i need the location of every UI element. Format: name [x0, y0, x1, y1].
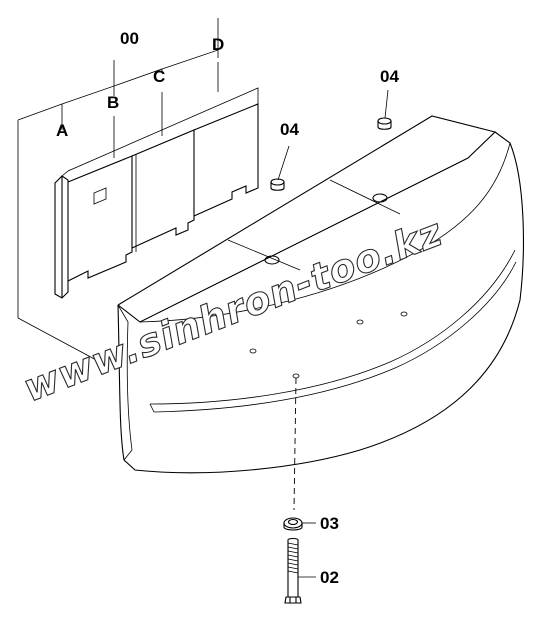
callout-d: D: [212, 35, 224, 54]
backing-panel: [17, 103, 101, 363]
counterweight-top: [117, 115, 497, 323]
callout-04-right: 04: [380, 67, 399, 86]
washer: [283, 517, 316, 531]
plate-c-notch: [131, 154, 137, 252]
left-bevel: [117, 304, 133, 461]
top-hole-right: [372, 193, 388, 203]
bolt: [284, 537, 316, 604]
side-groove: [149, 249, 517, 413]
callout-c: C: [153, 67, 165, 86]
leader-tree: [61, 18, 219, 158]
plate-b-slot: [93, 187, 107, 205]
callout-a: A: [56, 121, 68, 140]
callout-b: B: [107, 93, 119, 112]
top-front-edge: [139, 142, 511, 323]
callout-02: 02: [320, 568, 339, 587]
plate-b: [67, 155, 133, 282]
top-seam-1: [227, 239, 301, 271]
front-holes: [249, 311, 408, 379]
counterweight-body: [117, 131, 524, 474]
counterweight: [117, 115, 524, 511]
plate-d: [193, 103, 259, 217]
cap-right: [377, 89, 392, 130]
plate-top-edge: [61, 87, 259, 177]
watermark-text: www.sinhron-too.kz: [17, 210, 448, 411]
bolt-axis: [293, 377, 297, 511]
weight-plate-group: [17, 18, 259, 363]
plate-a: [54, 175, 69, 299]
plate-c: [131, 129, 195, 249]
callout-03: 03: [320, 514, 339, 533]
top-seam-2: [329, 179, 401, 215]
cap-left: [270, 145, 290, 191]
callout-04-left: 04: [280, 120, 299, 139]
callout-00: 00: [120, 29, 139, 48]
top-hole-left: [264, 255, 280, 265]
